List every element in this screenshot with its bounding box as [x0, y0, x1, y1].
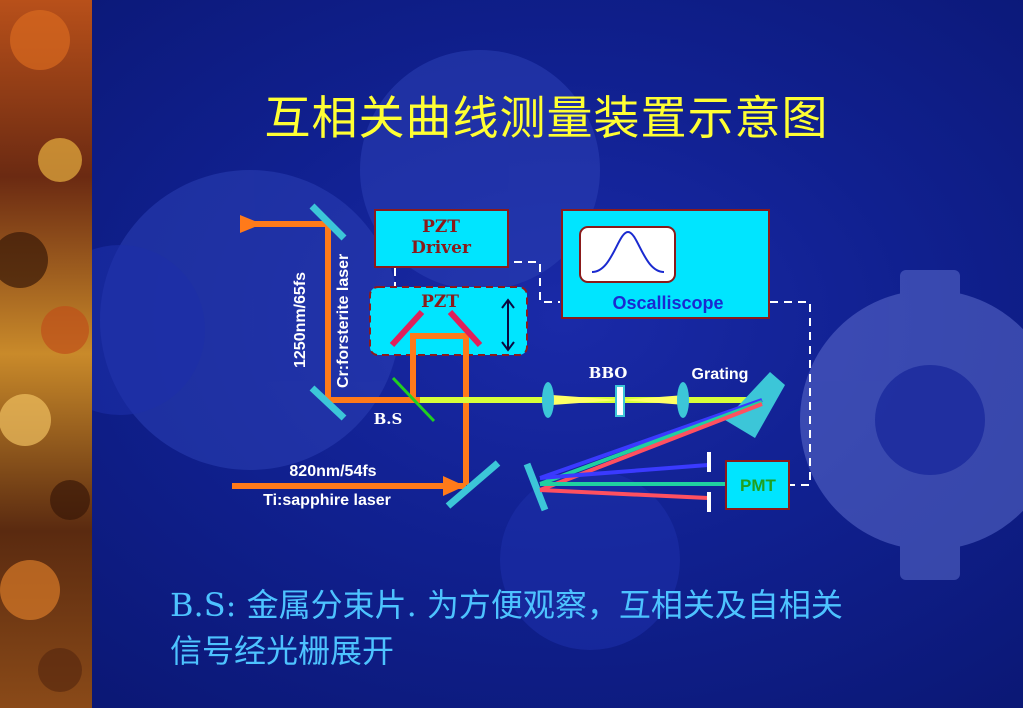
oscilloscope-label: Oscalliscope — [612, 293, 723, 313]
pmt-label: PMT — [740, 476, 777, 495]
bbo-crystal — [615, 385, 625, 417]
cr-beam-input-arrow-icon — [240, 215, 262, 233]
pzt-driver-label-line1: PZT — [422, 217, 460, 237]
ti-laser-spec: 820nm/54fs — [289, 463, 376, 480]
ti-laser-name: Ti:sapphire laser — [263, 492, 391, 509]
mirror-detection — [523, 462, 549, 512]
mirror-ti-input — [445, 460, 501, 509]
caption-line-2: 信号经光栅展开 — [170, 632, 395, 670]
mirror-top-left — [309, 203, 347, 241]
lens-1 — [542, 382, 554, 418]
pzt-stage-box — [369, 286, 528, 356]
cr-laser-spec: 1250nm/65fs — [292, 272, 309, 368]
pzt-driver-label-line2: Driver — [411, 238, 472, 258]
dispersed-beams — [539, 398, 763, 500]
pzt-driver-box — [374, 209, 509, 268]
slide-title: 互相关曲线测量装置示意图 — [264, 91, 829, 145]
pmt-box — [725, 460, 790, 510]
delay-line-beam — [410, 333, 469, 485]
focused-beam-out — [620, 395, 685, 405]
mirror-bottom-left — [309, 385, 347, 421]
caption: B.S: 金属分束片. 为方便观察，互相关及自相关 信号经光栅展开 — [170, 582, 970, 674]
oscilloscope-screen — [579, 226, 676, 283]
focused-beam-in — [552, 395, 620, 405]
caption-line-1: B.S: 金属分束片. 为方便观察，互相关及自相关 — [170, 586, 843, 624]
signal-cables — [394, 261, 811, 486]
lens-2 — [677, 382, 689, 418]
cr-forsterite-beam — [240, 221, 420, 403]
grating-label: Grating — [692, 366, 749, 383]
left-decorative-strip — [0, 0, 92, 708]
mirrors — [309, 203, 549, 512]
bs-label: B.S — [374, 410, 403, 428]
pzt-movement-arrow-icon — [501, 298, 515, 352]
gaussian-trace-icon — [591, 230, 665, 273]
bbo-label: BBO — [589, 364, 628, 382]
pzt-label: PZT — [421, 292, 459, 312]
beam-splitter — [391, 376, 436, 423]
ti-beam-arrow-icon — [443, 476, 465, 496]
pzt-roof-mirrors — [389, 309, 483, 348]
cr-laser-name: Cr:forsterite laser — [335, 254, 352, 388]
